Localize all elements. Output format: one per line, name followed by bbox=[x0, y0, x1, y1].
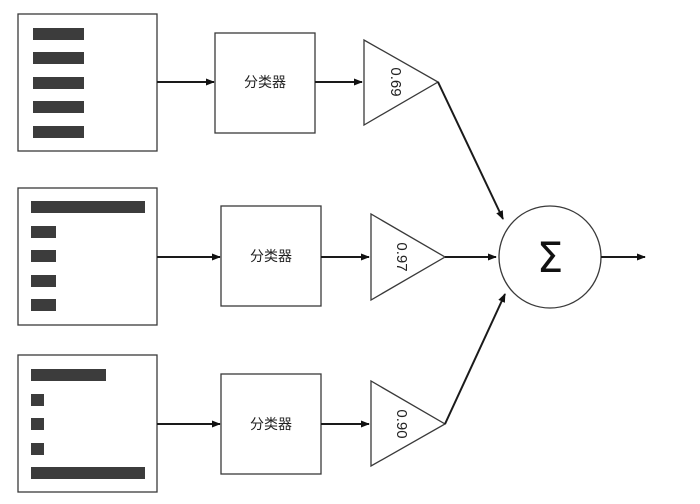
weight-triangle-3 bbox=[370, 379, 447, 468]
input-bars-3 bbox=[31, 369, 145, 479]
weight-triangle-1 bbox=[363, 38, 440, 127]
bar-3-4 bbox=[31, 443, 44, 455]
classifier-box-2 bbox=[220, 205, 322, 307]
bar-2-3 bbox=[31, 250, 56, 262]
row-2: 分类器 0.97 bbox=[17, 187, 497, 326]
input-bars-1 bbox=[33, 28, 84, 138]
bar-3-2 bbox=[31, 394, 44, 406]
bar-1-3 bbox=[33, 77, 84, 89]
classifier-box-3 bbox=[220, 373, 322, 475]
weight-label-2: 0.97 bbox=[393, 242, 410, 271]
bar-2-5 bbox=[31, 299, 56, 311]
bar-1-5 bbox=[33, 126, 84, 138]
classifier-label-1: 分类器 bbox=[244, 75, 286, 91]
bar-1-1 bbox=[33, 28, 84, 40]
bar-1-2 bbox=[33, 52, 84, 64]
sigma-symbol: Σ bbox=[537, 233, 564, 282]
bar-1-4 bbox=[33, 101, 84, 113]
classifier-label-3: 分类器 bbox=[250, 417, 292, 433]
classifier-label-2: 分类器 bbox=[250, 249, 292, 265]
bar-3-1 bbox=[31, 369, 106, 381]
input-bars-2 bbox=[31, 201, 145, 311]
bar-2-2 bbox=[31, 226, 56, 238]
weight-label-3: 0.90 bbox=[393, 409, 410, 438]
classifier-box-1 bbox=[214, 32, 316, 134]
bar-3-3 bbox=[31, 418, 44, 430]
arrow-weight-to-sum-1 bbox=[437, 81, 504, 220]
weight-label-1: 0.69 bbox=[387, 67, 404, 96]
row-3: 分类器 0.90 bbox=[17, 293, 506, 493]
bar-2-1 bbox=[31, 201, 145, 213]
arrow-weight-to-sum-3 bbox=[444, 293, 506, 425]
weight-triangle-2 bbox=[370, 212, 447, 302]
bar-2-4 bbox=[31, 275, 56, 287]
bar-3-5 bbox=[31, 467, 145, 479]
summation-node: Σ bbox=[498, 205, 646, 309]
row-1: 分类器 0.69 bbox=[17, 13, 504, 220]
